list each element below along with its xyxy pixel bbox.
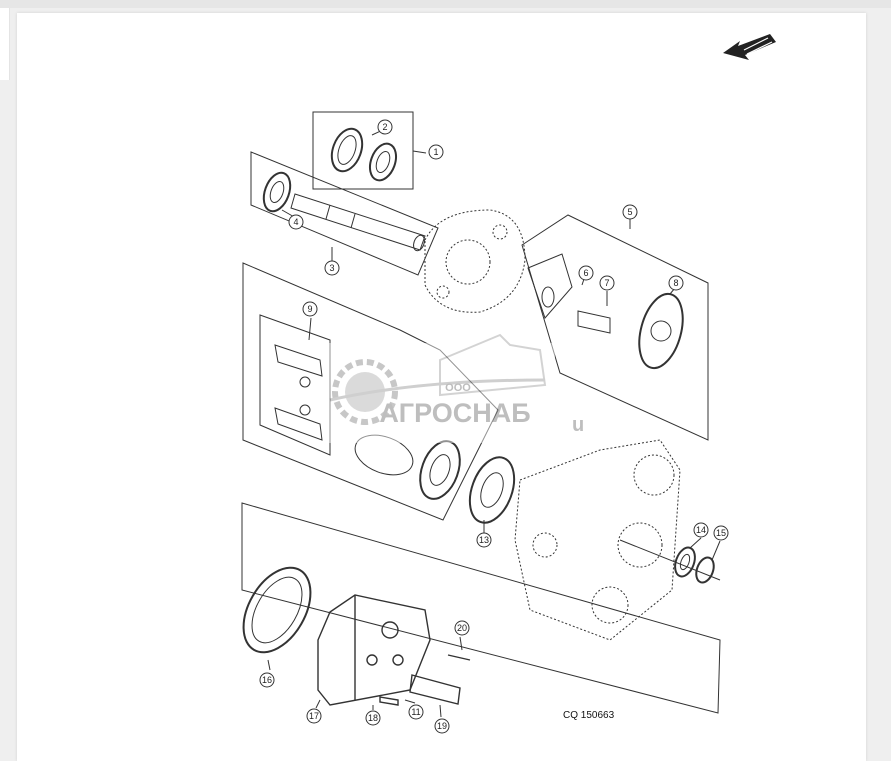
- svg-text:16: 16: [262, 675, 272, 685]
- figure-card: [17, 13, 866, 761]
- callout-5: 5: [622, 204, 638, 220]
- callout-16: 16: [259, 672, 275, 688]
- gear-tractor-logo-icon: [329, 333, 547, 425]
- svg-text:20: 20: [457, 623, 467, 633]
- callout-20: 20: [454, 620, 470, 636]
- callout-3: 3: [324, 260, 340, 276]
- callout-13: 13: [476, 532, 492, 548]
- callout-2: 2: [377, 119, 393, 135]
- callout-14: 14: [693, 522, 709, 538]
- gasket-16: [242, 566, 312, 654]
- callout-17: 17: [306, 708, 322, 724]
- callout-9: 9: [302, 301, 318, 317]
- callout-19: 19: [434, 718, 450, 734]
- plate-box-5: [521, 214, 709, 441]
- svg-text:11: 11: [411, 707, 420, 717]
- svg-text:5: 5: [627, 207, 632, 217]
- svg-text:2: 2: [382, 122, 387, 132]
- svg-text:7: 7: [604, 278, 609, 288]
- seal-pair: [619, 539, 721, 584]
- valve-box: [241, 502, 721, 714]
- pump-housing-lower: [514, 439, 681, 641]
- callout-15: 15: [713, 525, 729, 541]
- svg-text:3: 3: [329, 263, 334, 273]
- svg-text:19: 19: [437, 721, 447, 731]
- top-bar: [0, 0, 891, 8]
- callout-8: 8: [668, 275, 684, 291]
- callout-6: 6: [578, 265, 594, 281]
- svg-text:4: 4: [293, 217, 298, 227]
- svg-text:u: u: [572, 414, 584, 436]
- svg-text:17: 17: [309, 711, 319, 721]
- watermark: ООО АГРОСНАБ u: [325, 333, 584, 443]
- shaft-box-3: [250, 151, 439, 276]
- valve-block-17: [317, 594, 471, 706]
- svg-text:9: 9: [307, 304, 312, 314]
- callout-1: 1: [428, 144, 444, 160]
- arrow-down-left-icon: [723, 34, 776, 60]
- svg-text:8: 8: [673, 278, 678, 288]
- callout-4: 4: [288, 214, 304, 230]
- svg-text:1: 1: [433, 147, 438, 157]
- figure-caption: CQ 150663: [563, 710, 615, 721]
- svg-text:13: 13: [479, 535, 489, 545]
- svg-text:6: 6: [583, 268, 588, 278]
- callout-7: 7: [599, 275, 615, 291]
- svg-text:ООО: ООО: [445, 382, 471, 394]
- callout-18: 18: [365, 710, 381, 726]
- svg-text:АГРОСНАБ: АГРОСНАБ: [379, 398, 530, 428]
- kit-box-1: [312, 111, 427, 190]
- svg-text:18: 18: [368, 713, 378, 723]
- svg-text:15: 15: [716, 528, 726, 538]
- callout-11: 11: [408, 704, 424, 720]
- left-strip: [0, 8, 10, 80]
- pump-housing-upper: [424, 209, 526, 313]
- svg-text:14: 14: [696, 525, 706, 535]
- rotating-group-box: [242, 262, 516, 524]
